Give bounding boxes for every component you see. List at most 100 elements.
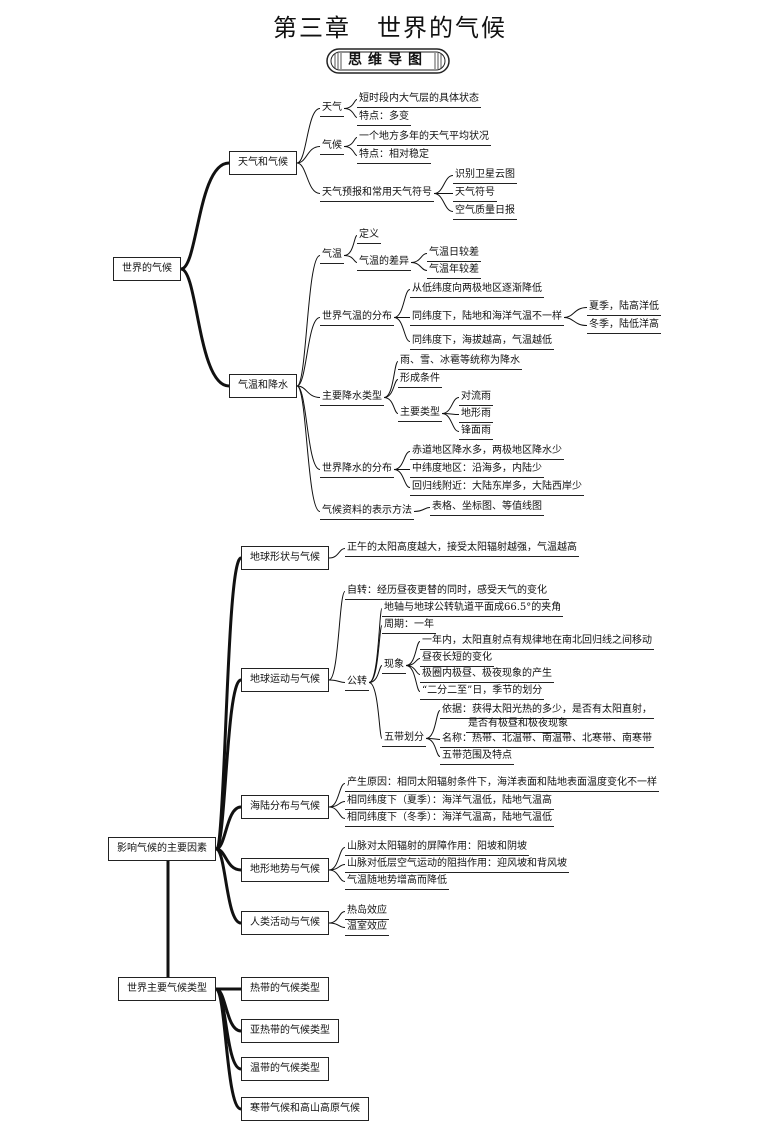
link-root2-to-human bbox=[214, 847, 242, 925]
node-temp-dist: 世界气温的分布 bbox=[320, 309, 394, 326]
node-temp-precip: 气温和降水 bbox=[229, 374, 297, 398]
link-temp-precip-to-precip-dist bbox=[296, 385, 321, 470]
node-forecast: 天气预报和常用天气符号 bbox=[320, 185, 434, 202]
node-mtn-barrier: 山脉对太阳辐射的屏障作用：阳坡和阴坡 bbox=[345, 839, 529, 856]
link-human-to-heat-island bbox=[328, 911, 346, 924]
node-cause: 产生原因：相同太阳辐射条件下，海洋表面和陆地表面温度变化不一样 bbox=[345, 775, 659, 792]
link-revolution-to-five-zones bbox=[368, 682, 383, 739]
node-root1: 世界的气候 bbox=[113, 257, 181, 281]
node-definition: 定义 bbox=[357, 227, 381, 244]
node-weather-def: 短时段内大气层的具体状态 bbox=[357, 91, 481, 108]
node-revolution: 公转 bbox=[345, 674, 369, 691]
link-temp-precip-to-temp-dist bbox=[296, 317, 321, 387]
node-same-lat-winter: 相同纬度下（冬季）：海洋气温高，陆地气温低 bbox=[345, 810, 554, 827]
link-root2-to-terrain bbox=[215, 847, 242, 872]
link-earth-motion-to-revolution bbox=[328, 679, 346, 683]
node-summer: 夏季，陆高洋低 bbox=[587, 299, 661, 316]
link-temp-precip-to-temp bbox=[296, 255, 321, 387]
link-five-zones-to-zone-names bbox=[425, 738, 441, 740]
node-alt-temp: 气温随地势增高而降低 bbox=[345, 873, 449, 890]
link-precip-types-to-precip-def bbox=[383, 361, 399, 398]
node-root3: 世界主要气候类型 bbox=[118, 977, 216, 1001]
node-convective: 对流雨 bbox=[459, 389, 493, 406]
link-five-zones-to-zone-range bbox=[425, 738, 441, 757]
node-basis1: 依据：获得太阳光热的多少，是否有太阳直射， bbox=[440, 702, 654, 719]
link-main-types-to-convective bbox=[441, 397, 460, 414]
node-temp: 气温 bbox=[320, 247, 344, 264]
node-symbols: 天气符号 bbox=[453, 185, 497, 202]
node-subtropical: 亚热带的气候类型 bbox=[241, 1019, 339, 1043]
link-revolution-to-axis-angle bbox=[368, 608, 383, 683]
link-weather-to-weather-def bbox=[343, 99, 358, 109]
node-satellite: 识别卫星云图 bbox=[453, 167, 517, 184]
node-midlat: 中纬度地区：沿海多，内陆少 bbox=[410, 461, 544, 478]
node-tropic: 回归线附近：大陆东岸多，大陆西岸少 bbox=[410, 479, 584, 496]
node-basis2: 是否有极昼和极夜现象 bbox=[466, 716, 570, 733]
link-revolution-to-period bbox=[368, 625, 383, 683]
link-root3-to-temperate bbox=[215, 987, 242, 1071]
link-phenomena-to-polar-day bbox=[405, 665, 421, 675]
node-earth-motion: 地球运动与气候 bbox=[241, 668, 329, 692]
link-weather-climate-to-weather bbox=[296, 108, 321, 164]
node-same-lat-land-sea: 同纬度下，陆地和海洋气温不一样 bbox=[410, 309, 564, 326]
link-climate-to-climate-def bbox=[343, 137, 358, 147]
node-precip-dist: 世界降水的分布 bbox=[320, 461, 394, 478]
link-forecast-to-airquality bbox=[433, 193, 454, 212]
node-earth-shape: 地球形状与气候 bbox=[241, 546, 329, 570]
link-temp-diff-to-daily-range bbox=[410, 253, 428, 263]
node-mtn-block: 山脉对低层空气运动的阻挡作用：迎风坡和背风坡 bbox=[345, 856, 569, 873]
node-orographic: 地形雨 bbox=[459, 406, 493, 423]
node-airquality: 空气质量日报 bbox=[453, 203, 517, 220]
node-zone-names: 名称：热带、北温带、南温带、北寒带、南寒带 bbox=[440, 731, 654, 748]
link-earth-shape-to-noon-sun bbox=[328, 548, 346, 559]
link-phenomena-to-direct-sun bbox=[405, 641, 421, 666]
link-climate-to-climate-feat bbox=[343, 146, 358, 156]
link-terrain-to-alt-temp bbox=[328, 869, 346, 882]
link-forecast-to-satellite bbox=[433, 175, 454, 194]
link-temp-precip-to-data-methods bbox=[296, 385, 321, 512]
node-root2: 影响气候的主要因素 bbox=[108, 837, 216, 861]
node-climate: 气候 bbox=[320, 138, 344, 155]
link-root2-to-earth-motion bbox=[214, 678, 243, 851]
node-temperate: 温带的气候类型 bbox=[241, 1057, 329, 1081]
node-weather-feat: 特点：多变 bbox=[357, 109, 411, 126]
link-same-lat-land-sea-to-summer bbox=[563, 307, 588, 318]
node-climate-def: 一个地方多年的天气平均状况 bbox=[357, 129, 491, 146]
link-land-sea-to-same-lat-summer bbox=[328, 801, 346, 808]
node-formation: 形成条件 bbox=[398, 371, 442, 388]
link-earth-motion-to-rotation bbox=[328, 591, 346, 681]
node-daily-range: 气温日较差 bbox=[427, 245, 481, 262]
node-zone-range: 五带范围及特点 bbox=[440, 748, 514, 765]
link-root1-to-temp-precip bbox=[180, 267, 230, 388]
link-temp-diff-to-annual-range bbox=[410, 262, 428, 271]
node-polar-day: 极圈内极昼、极夜现象的产生 bbox=[420, 666, 554, 683]
link-data-methods-to-methods-list bbox=[413, 507, 431, 512]
node-frigid: 寒带气候和高山高原气候 bbox=[241, 1097, 369, 1121]
page-title: 第三章 世界的气候 bbox=[273, 14, 507, 42]
link-root1-to-weather-climate bbox=[180, 161, 230, 271]
banner-label: 思维导图 bbox=[348, 52, 428, 68]
link-temp-to-definition bbox=[343, 235, 358, 256]
link-weather-to-weather-feat bbox=[343, 108, 358, 118]
link-main-types-to-frontal bbox=[441, 413, 460, 432]
link-revolution-to-phenomena bbox=[368, 665, 383, 683]
node-day-length: 昼夜长短的变化 bbox=[420, 650, 494, 667]
link-temp-dist-to-same-lat-alt bbox=[393, 317, 411, 342]
link-same-lat-land-sea-to-winter bbox=[563, 317, 588, 326]
node-five-zones: 五带划分 bbox=[382, 730, 426, 747]
node-equator-more: 赤道地区降水多，两极地区降水少 bbox=[410, 443, 564, 460]
link-weather-climate-to-forecast bbox=[296, 162, 321, 194]
node-heat-island: 热岛效应 bbox=[345, 903, 389, 920]
node-phenomena: 现象 bbox=[382, 657, 406, 674]
link-human-to-greenhouse bbox=[328, 922, 346, 928]
node-main-types: 主要类型 bbox=[398, 405, 442, 422]
link-root2-to-earth-shape bbox=[214, 556, 243, 851]
node-frontal: 锋面雨 bbox=[459, 423, 493, 440]
node-rotation: 自转：经历昼夜更替的同时，感受天气的变化 bbox=[345, 583, 549, 600]
link-root3-to-subtropical bbox=[215, 987, 242, 1033]
link-precip-types-to-formation bbox=[383, 379, 399, 398]
link-land-sea-to-same-lat-winter bbox=[328, 806, 346, 819]
link-precip-dist-to-tropic bbox=[393, 469, 411, 488]
link-terrain-to-mtn-barrier bbox=[328, 847, 346, 871]
